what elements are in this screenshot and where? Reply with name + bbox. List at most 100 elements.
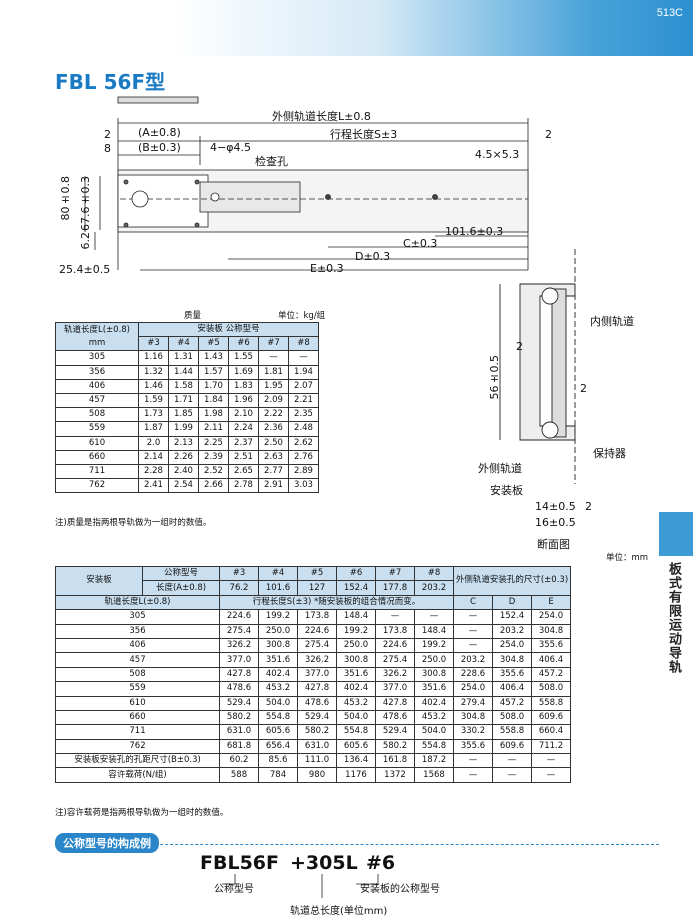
table-cell: 2.62: [288, 435, 319, 451]
table-cell: 2.37: [228, 435, 259, 451]
table-cell: 610: [55, 435, 139, 451]
table-cell: 300.8: [336, 652, 376, 668]
table-cell: 148.4: [414, 623, 454, 639]
table-cell: 250.0: [336, 637, 376, 654]
table-cell: 504.0: [258, 695, 298, 711]
cap-plate: 安装板的公称型号: [360, 884, 440, 895]
table-cell: 478.6: [297, 695, 337, 711]
table-cell: 1.69: [228, 364, 259, 380]
table-cell: 580.2: [297, 724, 337, 740]
table-cell: 377.0: [219, 652, 259, 668]
table-cell: 711: [55, 724, 220, 740]
table-cell: 406: [55, 637, 220, 654]
mass-unit: 单位：kg/组: [278, 311, 326, 321]
table-cell: 304.8: [453, 709, 493, 726]
table-cell: 224.6: [297, 623, 337, 639]
table-cell: 1.55: [228, 350, 259, 366]
table-cell: 508: [55, 407, 139, 423]
table-cell: 681.8: [219, 738, 259, 755]
table-cell: 1.95: [258, 378, 289, 394]
table-cell: 508: [55, 666, 220, 683]
table-cell: 1.46: [138, 378, 169, 394]
col-group-header: 安装板 公称型号: [138, 321, 319, 338]
table-cell: 254.0: [492, 637, 532, 654]
table-cell: 199.2: [258, 609, 298, 625]
table-cell: 203.2: [453, 652, 493, 668]
table-cell: —: [453, 753, 493, 769]
section-2b-label: 2: [580, 382, 587, 395]
table-cell: 558.8: [531, 695, 571, 711]
table-cell: 660: [55, 709, 220, 726]
table-cell: 508.0: [492, 709, 532, 726]
table-cell: 111.0: [297, 753, 337, 769]
dim-col-header: #6: [336, 565, 376, 582]
table-cell: —: [453, 767, 493, 783]
table-cell: 457.2: [492, 695, 532, 711]
a-value-cell: 76.2: [219, 580, 259, 596]
dim-col-header: #3: [219, 565, 259, 582]
table-cell: 631.0: [219, 724, 259, 740]
table-cell: 784: [258, 767, 298, 783]
a-value-cell: 152.4: [336, 580, 376, 596]
table-cell: 711.2: [531, 738, 571, 755]
table-cell: 2.76: [288, 449, 319, 465]
col-length-header: 轨道长度L(±0.8)mm: [55, 321, 139, 352]
dim-col-header: #8: [414, 565, 454, 582]
table-cell: 588: [219, 767, 259, 783]
table-cell: 1.44: [168, 364, 199, 380]
a-value-cell: 203.2: [414, 580, 454, 596]
h-length-a: 长度(A±0.8): [142, 580, 220, 596]
pitch-label: 安装板安装孔的孔距尺寸(B±0.3): [55, 753, 220, 769]
table-cell: 1.59: [138, 392, 169, 409]
table-cell: 427.8: [297, 681, 337, 697]
table-cell: 2.39: [198, 449, 229, 465]
table-cell: 1176: [336, 767, 376, 783]
table-cell: —: [453, 637, 493, 654]
dim-254-label: 25.4±0.5: [59, 263, 111, 276]
table-cell: 762: [55, 738, 220, 755]
dim-62-label: 6.2: [79, 232, 92, 250]
table-cell: 300.8: [414, 666, 454, 683]
table-cell: 330.2: [453, 724, 493, 740]
load-note: 注)容许载荷是指两根导轨做为一组时的数值。: [55, 808, 229, 818]
dim-16-label: 16±0.5: [535, 516, 576, 529]
table-cell: —: [492, 753, 532, 769]
table-cell: 275.4: [375, 652, 415, 668]
table-cell: 554.8: [414, 738, 454, 755]
section-title: 断面图: [537, 538, 570, 551]
table-cell: 2.09: [258, 392, 289, 409]
retainer-label: 保持器: [593, 447, 626, 460]
table-cell: 580.2: [219, 709, 259, 726]
section-56-label: 56±0.5: [488, 355, 501, 400]
table-cell: 1.83: [228, 378, 259, 394]
dim-2-left: 2: [104, 128, 111, 141]
table-cell: 356: [55, 623, 220, 639]
table-cell: 609.6: [492, 738, 532, 755]
table-cell: 173.8: [375, 623, 415, 639]
inner-rail-label: 内侧轨道: [590, 315, 634, 328]
table-cell: —: [531, 767, 571, 783]
table-cell: 762: [55, 478, 139, 494]
table-cell: 1.84: [198, 392, 229, 409]
table-cell: 2.36: [258, 421, 289, 437]
table-cell: 254.0: [531, 609, 571, 625]
inspect-hole-label: 检查孔: [255, 155, 288, 168]
mass-col-header: #8: [288, 336, 319, 352]
code-part-3: #6: [366, 852, 396, 874]
table-cell: 355.6: [492, 666, 532, 683]
table-cell: 275.4: [219, 623, 259, 639]
table-cell: 2.26: [168, 449, 199, 465]
table-cell: 554.8: [258, 709, 298, 726]
table-cell: 1.73: [138, 407, 169, 423]
dim-80-label: 80±0.8: [59, 176, 72, 221]
table-cell: 2.0: [138, 435, 169, 451]
